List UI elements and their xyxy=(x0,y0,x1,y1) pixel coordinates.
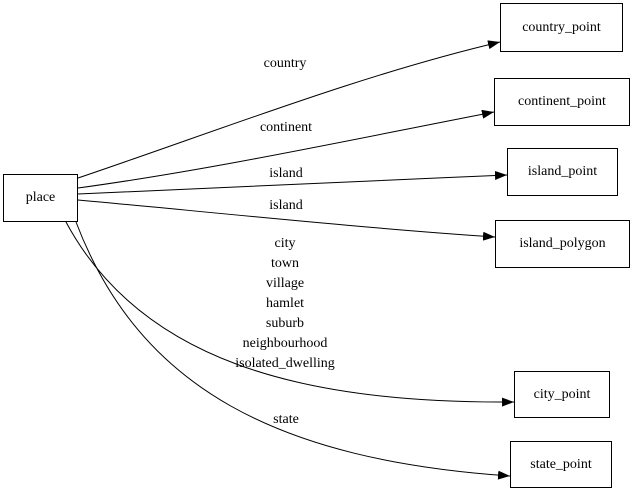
node-island-polygon-label: island_polygon xyxy=(519,236,606,251)
edge-label-town: town xyxy=(270,256,299,271)
edge-label-city: city xyxy=(274,236,296,251)
edge-label-city-group: city town village hamlet suburb neighbou… xyxy=(235,234,335,374)
node-place: place xyxy=(3,174,78,222)
node-state-point-label: state_point xyxy=(530,456,592,472)
edge-place-island-polygon xyxy=(77,199,496,241)
node-state-point: state_point xyxy=(510,441,612,488)
edge-label-neighbourhood: neighbourhood xyxy=(242,336,328,351)
edge-label-village: village xyxy=(265,276,305,291)
node-island-point-label: island_point xyxy=(527,164,598,179)
edge-place-island-point xyxy=(77,170,508,195)
edge-place-state-point xyxy=(75,221,511,480)
edge-label-isolated-dwelling: isolated_dwelling xyxy=(235,356,335,371)
edge-label-country: country xyxy=(263,56,307,71)
edge-place-city-point xyxy=(65,221,515,407)
edge-label-continent: continent xyxy=(259,120,313,135)
node-city-point-label: city_point xyxy=(533,386,591,402)
node-island-polygon: island_polygon xyxy=(495,220,630,268)
node-country-point-label: country_point xyxy=(522,19,601,35)
edge-label-suburb: suburb xyxy=(265,316,305,331)
edge-label-hamlet: hamlet xyxy=(265,296,305,311)
edge-place-continent-point xyxy=(77,109,495,189)
node-place-label: place xyxy=(25,190,56,205)
node-country-point: country_point xyxy=(500,3,623,52)
edge-label-state: state xyxy=(273,412,299,427)
edge-label-island-point: island xyxy=(269,166,303,181)
node-continent-point: continent_point xyxy=(494,78,630,126)
node-continent-point-label: continent_point xyxy=(518,94,606,109)
edge-place-country-point xyxy=(77,40,501,179)
node-city-point: city_point xyxy=(514,371,610,418)
node-island-point: island_point xyxy=(507,148,618,196)
edge-label-island-polygon: island xyxy=(269,198,303,213)
